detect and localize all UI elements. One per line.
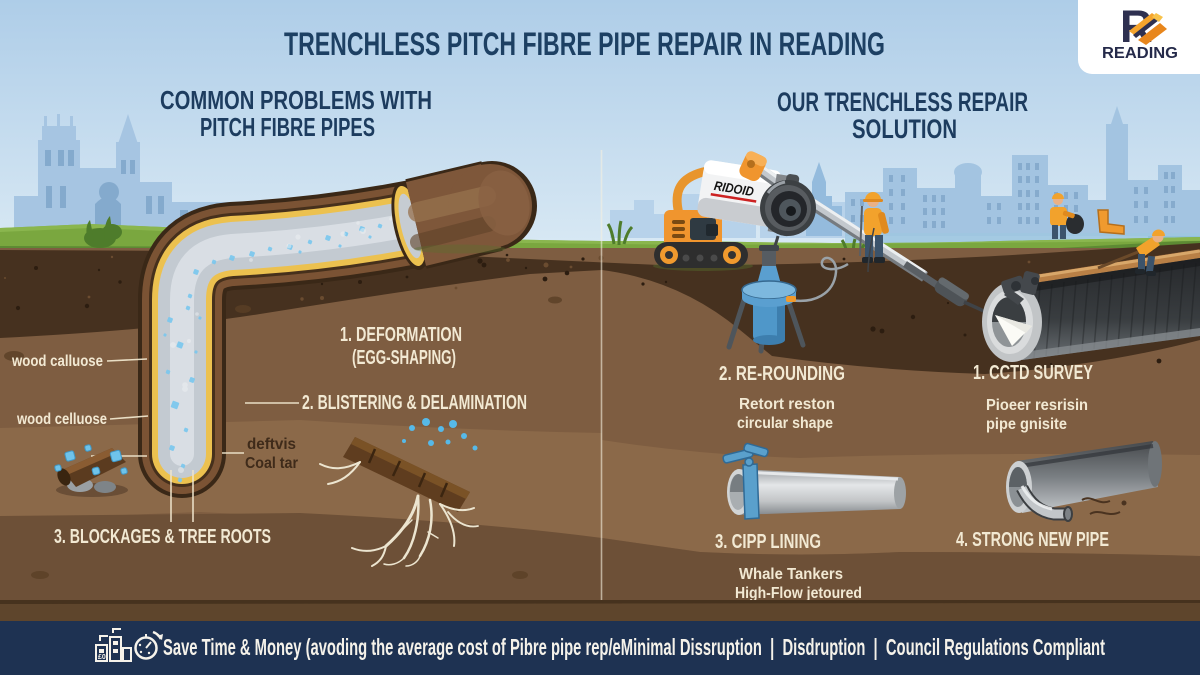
svg-text:(EGG-SHAPING): (EGG-SHAPING): [352, 347, 456, 369]
svg-text:1. CCTD SURVEY: 1. CCTD SURVEY: [973, 362, 1093, 384]
svg-text:High-Flow jetoured: High-Flow jetoured: [735, 585, 862, 602]
svg-text:READING: READING: [1102, 45, 1178, 62]
svg-text:deftvis: deftvis: [247, 436, 296, 453]
svg-text:Coal tar: Coal tar: [245, 455, 298, 472]
svg-text:Save Time & Money (avoding the: Save Time & Money (avoding the average c…: [163, 634, 1105, 660]
svg-text:PITCH FIBRE PIPES: PITCH FIBRE PIPES: [200, 112, 375, 142]
svg-text:1. DEFORMATION: 1. DEFORMATION: [340, 324, 462, 346]
svg-text:wood calluose: wood calluose: [11, 353, 103, 370]
svg-text:Whale Tankers: Whale Tankers: [739, 566, 843, 583]
svg-text:COMMON PROBLEMS WITH: COMMON PROBLEMS WITH: [160, 85, 432, 115]
svg-text:wood celluose: wood celluose: [16, 411, 107, 428]
svg-text:RIDOID: RIDOID: [713, 178, 755, 199]
svg-text:TRENCHLESS PITCH FIBRE PIPE RE: TRENCHLESS PITCH FIBRE PIPE REPAIR IN RE…: [284, 26, 885, 62]
svg-text:circular shape: circular shape: [737, 415, 833, 432]
svg-text:pipe gnisite: pipe gnisite: [986, 416, 1067, 433]
svg-text:3. CIPP LINING: 3. CIPP LINING: [715, 531, 821, 553]
svg-text:OUR TRENCHLESS REPAIR: OUR TRENCHLESS REPAIR: [777, 87, 1028, 117]
svg-text:SOLUTION: SOLUTION: [852, 114, 957, 144]
svg-text:Pioeer resrisin: Pioeer resrisin: [986, 397, 1088, 414]
svg-text:2. RE-ROUNDING: 2. RE-ROUNDING: [719, 363, 845, 385]
svg-text:£0: £0: [98, 654, 106, 661]
svg-text:Retort reston: Retort reston: [739, 396, 835, 413]
svg-text:2. BLISTERING & DELAMINATION: 2. BLISTERING & DELAMINATION: [302, 392, 527, 414]
svg-text:3. BLOCKAGES & TREE ROOTS: 3. BLOCKAGES & TREE ROOTS: [54, 526, 271, 548]
svg-text:4. STRONG NEW PIPE: 4. STRONG NEW PIPE: [956, 529, 1109, 551]
